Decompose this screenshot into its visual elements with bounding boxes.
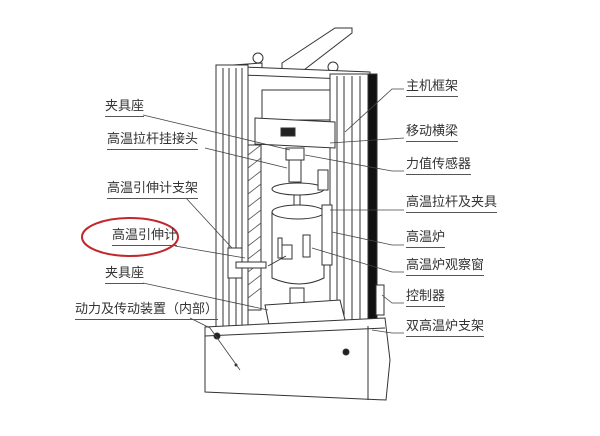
machine-base: [204, 317, 391, 401]
label-moving-crossbeam: 移动横梁: [406, 124, 459, 142]
label-ht-furnace: 高温炉: [406, 230, 446, 248]
label-drive-unit: 动力及传动装置（内部）: [75, 302, 219, 320]
leader-lines: [142, 88, 405, 371]
label-clamp-seat-bottom: 夹具座: [105, 266, 145, 284]
left-column: [215, 64, 249, 336]
label-ht-extensometer: 高温引伸计: [112, 228, 178, 246]
controller-box: [375, 284, 385, 316]
label-controller: 控制器: [406, 289, 446, 307]
label-load-cell: 力值传感器: [406, 157, 472, 175]
highlight-ellipse: [81, 217, 179, 257]
label-ht-extensometer-bracket: 高温引伸计支架: [107, 181, 199, 199]
lifting-eye-left: [252, 52, 264, 64]
furnace-window: [302, 234, 311, 258]
label-furnace-window: 高温炉观察窗: [406, 258, 485, 276]
label-dual-furnace-bracket: 双高温炉支架: [406, 319, 485, 337]
label-ht-pull-rod-and-clamp: 高温拉杆及夹具: [406, 195, 498, 213]
heat-shield: [271, 182, 325, 196]
label-main-frame: 主机框架: [406, 79, 459, 97]
right-column: [329, 73, 369, 345]
label-clamp-seat-top: 夹具座: [105, 99, 145, 117]
swivel-arm: [281, 27, 353, 74]
label-ht-pull-rod-joint: 高温拉杆挂接头: [107, 132, 199, 150]
